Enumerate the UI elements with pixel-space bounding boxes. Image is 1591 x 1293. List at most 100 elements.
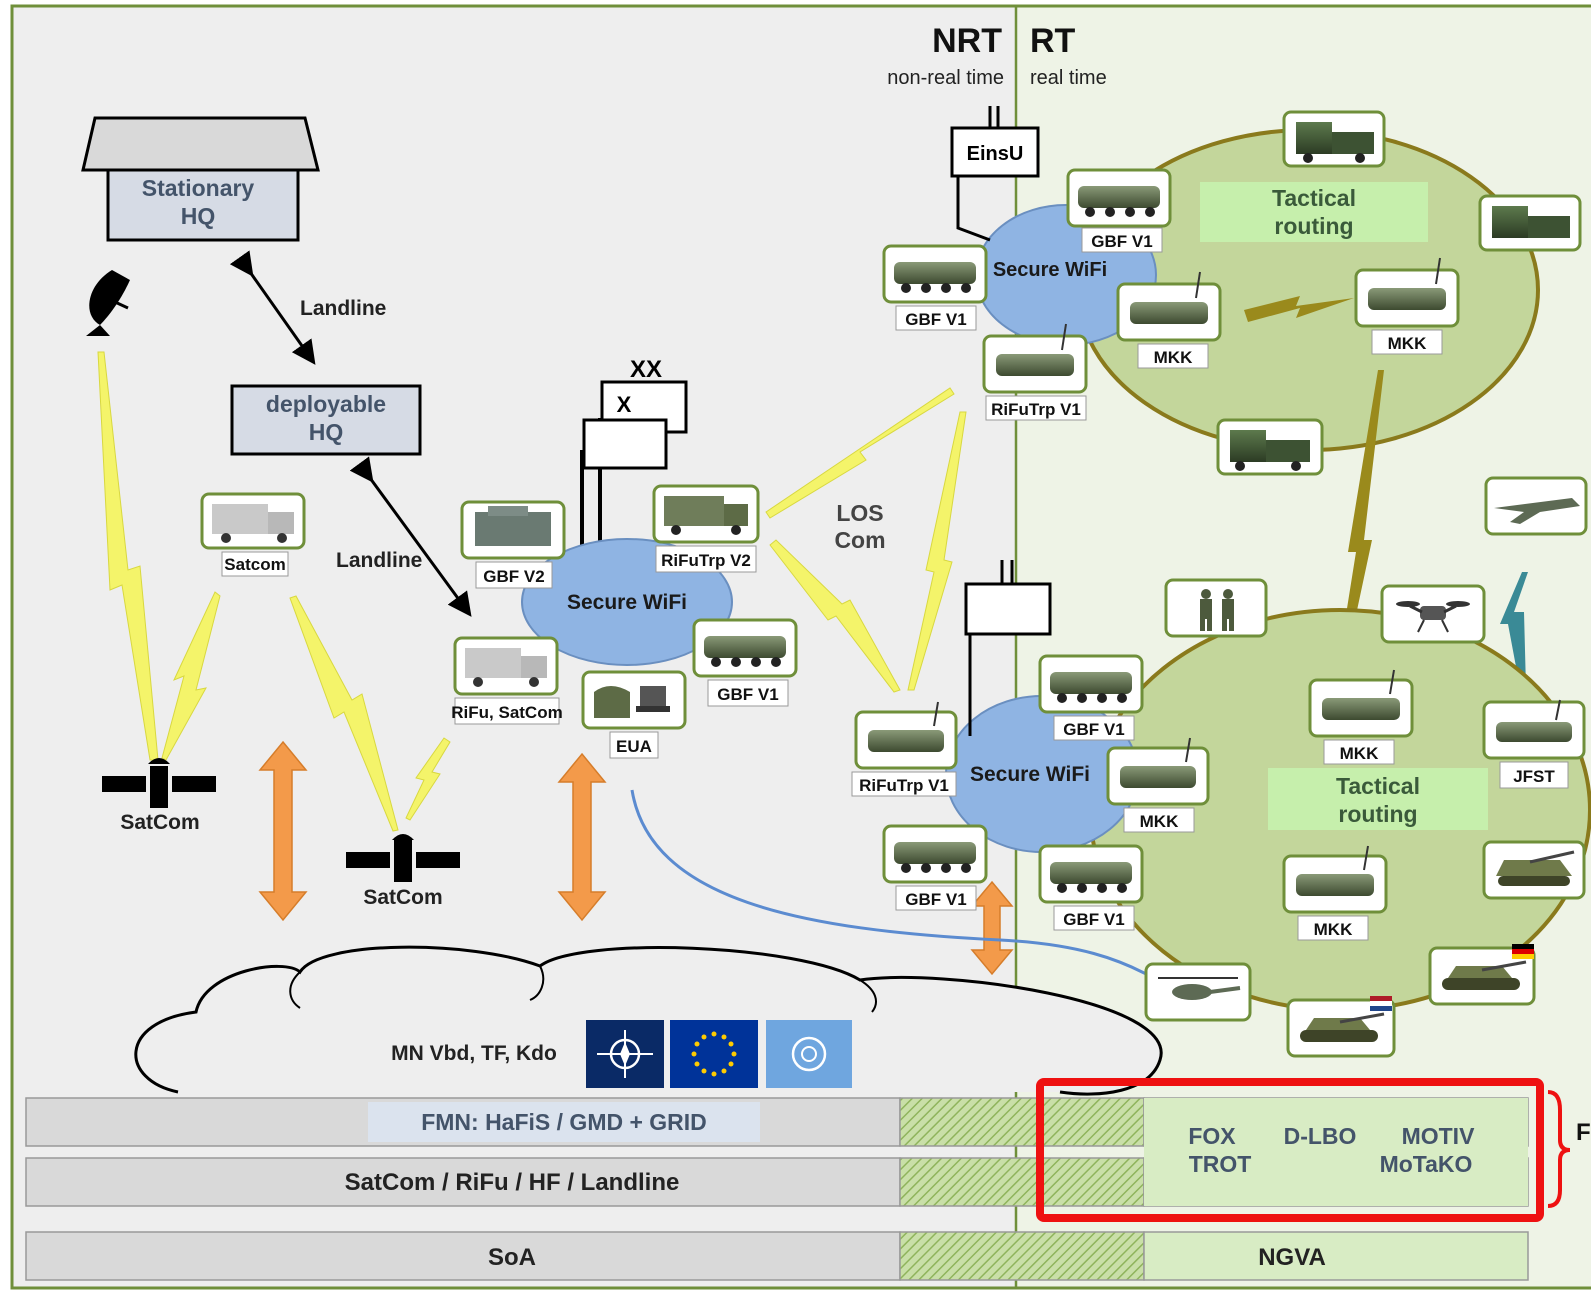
satellite-icon	[102, 758, 216, 808]
drone	[1380, 584, 1486, 644]
lightning-icon	[1334, 370, 1384, 690]
secure-wifi-top-label: Secure WiFi	[993, 259, 1107, 281]
netherlands-flag-icon	[1370, 996, 1392, 1011]
vehicle-gbf-v1-bot-b: GBF V1	[882, 824, 988, 911]
fighter-jet-icon	[1494, 498, 1580, 524]
mkk-bot-b-label: MKK	[1140, 812, 1179, 831]
vehicle-ifv	[1482, 840, 1586, 900]
lightning-icon	[769, 539, 901, 693]
unit-symbol: XX X	[580, 356, 688, 560]
satcom-satellite-1-label: SatCom	[120, 811, 199, 834]
protocol-fox: FOX	[1188, 1123, 1236, 1149]
hq-roof	[81, 116, 320, 172]
satcom-satellite-2-label: SatCom	[363, 886, 442, 909]
protocol-motako: MoTaKO	[1380, 1151, 1473, 1177]
los-label-1: LOS	[836, 500, 883, 526]
bidirectional-arrow-icon	[258, 740, 308, 922]
los-label-2: Com	[834, 527, 885, 553]
helicopter	[1144, 962, 1252, 1022]
drone-icon	[1396, 601, 1470, 633]
lightning-icon	[765, 387, 955, 519]
vehicle-gbf-v1-center: GBF V1	[692, 618, 798, 707]
vehicle-truck-top-1	[1282, 110, 1386, 168]
vehicle-gbf-v1-bot-a: GBF V1	[1038, 654, 1144, 741]
vehicle-mkk-top-a: MKK	[1116, 271, 1222, 369]
highlight-box	[1036, 1078, 1544, 1222]
routing-bottom-label-1: Tactical	[1336, 773, 1420, 799]
satcom-truck: Satcom	[200, 492, 306, 577]
lightning-icon	[289, 595, 399, 832]
vehicle-mkk-bot-b: MKK	[1106, 737, 1210, 833]
deployable-hq-label-1: deployable	[266, 391, 386, 417]
stationary-hq-label-1: Stationary	[142, 175, 255, 201]
stationary-hq-label-2: HQ	[181, 203, 216, 229]
nrt-subtitle: non-real time	[887, 67, 1004, 89]
mkk-top-a-label: MKK	[1154, 348, 1193, 367]
soa-label: SoA	[488, 1244, 536, 1271]
stack-bars: FMN: HaFiS / GMD + GRID SatCom / RiFu / …	[25, 1097, 1529, 1281]
eua-label: EUA	[616, 737, 652, 756]
lightning-icon	[1500, 572, 1528, 688]
soa-bar	[25, 1231, 901, 1281]
rifutrp-v2-label: RiFuTrp V2	[661, 551, 751, 570]
satcom-satellite-1: SatCom	[102, 758, 216, 834]
brigade-symbol: X	[617, 392, 632, 417]
tank-de	[1428, 944, 1536, 1006]
routing-label-top-box	[1200, 182, 1428, 242]
deployable-hq: deployable HQ	[230, 384, 422, 456]
bidirectional-arrow-icon	[970, 880, 1014, 976]
lightning-icon	[907, 411, 967, 691]
lightning-icon	[161, 591, 221, 761]
routing-top-label-1: Tactical	[1272, 185, 1356, 211]
landline-arrow-top	[229, 250, 316, 365]
gbf-v2-label: GBF V2	[483, 567, 544, 586]
vehicle-mkk-top-b: MKK	[1354, 257, 1460, 355]
fmn-label: FMN: HaFiS / GMD + GRID	[421, 1109, 707, 1135]
vehicle-truck-top-2	[1478, 194, 1582, 252]
transport-bar	[25, 1157, 901, 1207]
eu-flag-icon	[670, 1020, 758, 1088]
protocol-dlbo: D-LBO	[1284, 1123, 1357, 1149]
gbf-v1-bot-c-label: GBF V1	[1063, 910, 1124, 929]
mkk-bot-c-label: MKK	[1314, 920, 1353, 939]
vehicle-rifu-satcom: RiFu, SatCom	[451, 636, 563, 725]
protocol-trot: TROT	[1189, 1151, 1252, 1177]
secure-wifi-bottom-label: Secure WiFi	[970, 763, 1090, 786]
gbf-v1-top-a-label: GBF V1	[1091, 232, 1152, 251]
vehicle-rifutrp-v2: RiFuTrp V2	[652, 484, 760, 573]
vehicle-mkk-bot-c: MKK	[1282, 845, 1388, 941]
lightning-icon	[1244, 296, 1354, 322]
tank-icon	[1300, 1012, 1385, 1042]
jfst-label: JFST	[1513, 767, 1555, 786]
vehicle-gbf-v1-top-a: GBF V1	[1066, 168, 1172, 253]
un-flag-icon	[766, 1020, 852, 1088]
tank-icon	[1442, 960, 1527, 990]
rt-title: RT	[1030, 22, 1076, 60]
vehicle-rifutrp-v1-top: RiFuTrp V1	[982, 323, 1088, 421]
vehicle-truck-top-3	[1216, 418, 1324, 476]
ngva-label: NGVA	[1258, 1244, 1326, 1271]
einsu-station: EinsU	[950, 106, 1040, 242]
landline-label-mid: Landline	[336, 549, 422, 572]
fmn-label-box	[368, 1102, 760, 1142]
vehicle-mkk-bot-a: MKK	[1308, 669, 1414, 765]
routing-bottom-label-2: routing	[1338, 801, 1417, 827]
vehicle-eua: EUA	[581, 670, 687, 759]
gbf-v1-center-label: GBF V1	[717, 685, 778, 704]
helicopter-icon	[1158, 977, 1241, 1000]
cloud-label: MN Vbd, TF, Kdo	[391, 1042, 557, 1065]
vehicle-gbf-v1-bot-c: GBF V1	[1038, 844, 1144, 931]
transport-label: SatCom / RiFu / HF / Landline	[345, 1169, 680, 1196]
deployable-hq-label-2: HQ	[309, 419, 344, 445]
cut-label: F	[1576, 1119, 1591, 1146]
ngva-bar	[1143, 1231, 1529, 1281]
satellite-icon	[346, 834, 460, 882]
gbf-v1-top-b-label: GBF V1	[905, 310, 966, 329]
nrt-title: NRT	[932, 22, 1002, 60]
landline-arrow-mid	[349, 456, 472, 617]
routing-top-label-2: routing	[1274, 213, 1353, 239]
rt-protocol-box	[1144, 1098, 1528, 1206]
vehicle-gbf-v1-top-b: GBF V1	[882, 244, 988, 331]
